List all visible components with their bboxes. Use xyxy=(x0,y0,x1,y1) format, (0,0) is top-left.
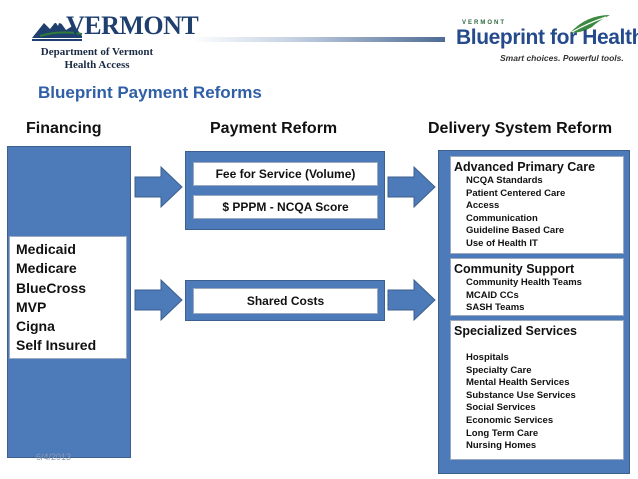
payer-item: Medicaid xyxy=(16,241,76,257)
department-line-1: Department of Vermont xyxy=(40,46,154,58)
slide-date: 6/4/2013 xyxy=(36,452,72,462)
slide-title: Blueprint Payment Reforms xyxy=(38,83,262,102)
primary-care-item: Patient Centered Care xyxy=(466,187,566,199)
payer-item: Medicare xyxy=(16,260,77,277)
pppm-ncqa-score-box: $ PPPM - NCQA Score xyxy=(193,195,378,219)
primary-care-item: Access xyxy=(466,200,500,212)
specialized-service-item: Mental Health Services xyxy=(466,377,570,389)
specialized-services-panel: Specialized Services Hospitals Specialty… xyxy=(450,320,624,460)
vermont-logo-text: VERMONT xyxy=(66,11,199,40)
specialized-service-item: Nursing Homes xyxy=(466,440,537,452)
financing-heading: Financing xyxy=(26,120,102,137)
community-support-panel: Community Support Community Health Teams… xyxy=(450,258,624,316)
specialized-services-title: Specialized Services xyxy=(454,324,577,338)
payer-item: Self Insured xyxy=(16,337,97,354)
primary-care-item: Guideline Based Care xyxy=(466,225,565,237)
specialized-service-item: Social Services xyxy=(466,402,536,414)
specialized-service-item: Long Term Care xyxy=(466,427,539,439)
blueprint-logo-title: Blueprint for Health xyxy=(456,26,638,49)
community-support-title: Community Support xyxy=(454,262,575,276)
payer-item: MVP xyxy=(16,298,47,315)
shared-costs-box: Shared Costs xyxy=(193,288,378,314)
blueprint-tagline: Smart choices. Powerful tools. xyxy=(500,53,624,63)
payment-reform-heading: Payment Reform xyxy=(210,120,338,137)
blueprint-vermont-label: VERMONT xyxy=(462,20,506,26)
payer-item: Cigna xyxy=(16,318,55,335)
delivery-system-reform-heading: Delivery System Reform xyxy=(428,120,613,137)
primary-care-item: NCQA Standards xyxy=(466,175,543,186)
payer-item: BlueCross xyxy=(16,279,87,296)
arrow-right-icon xyxy=(134,166,183,208)
primary-care-item: Communication xyxy=(466,212,538,224)
blueprint-leaf-icon xyxy=(570,15,610,33)
specialized-service-item: Economic Services xyxy=(466,414,554,426)
fee-for-service-box: Fee for Service (Volume) xyxy=(193,162,378,186)
advanced-primary-care-panel: Advanced Primary Care NCQA Standards Pat… xyxy=(450,156,624,254)
specialized-service-item: Specialty Care xyxy=(466,364,532,376)
department-line-2: Health Access xyxy=(64,59,130,71)
advanced-primary-care-title: Advanced Primary Care xyxy=(454,160,596,174)
header-gradient-bar xyxy=(190,37,445,42)
community-support-item: Community Health Teams xyxy=(466,277,582,288)
department-label: Department of Vermont Health Access xyxy=(22,46,172,72)
payer-list: Medicaid Medicare BlueCross MVP Cigna Se… xyxy=(9,236,127,359)
community-support-item: MCAID CCs xyxy=(466,289,519,301)
arrow-right-icon xyxy=(387,166,436,208)
specialized-service-item: Substance Use Services xyxy=(466,389,576,401)
arrow-right-icon xyxy=(387,279,436,321)
specialized-service-item: Hospitals xyxy=(466,352,509,363)
community-support-item: SASH Teams xyxy=(466,302,525,314)
vermont-mountain-logo-icon xyxy=(32,19,83,41)
arrow-right-icon xyxy=(134,279,183,321)
primary-care-item: Use of Health IT xyxy=(466,237,538,249)
